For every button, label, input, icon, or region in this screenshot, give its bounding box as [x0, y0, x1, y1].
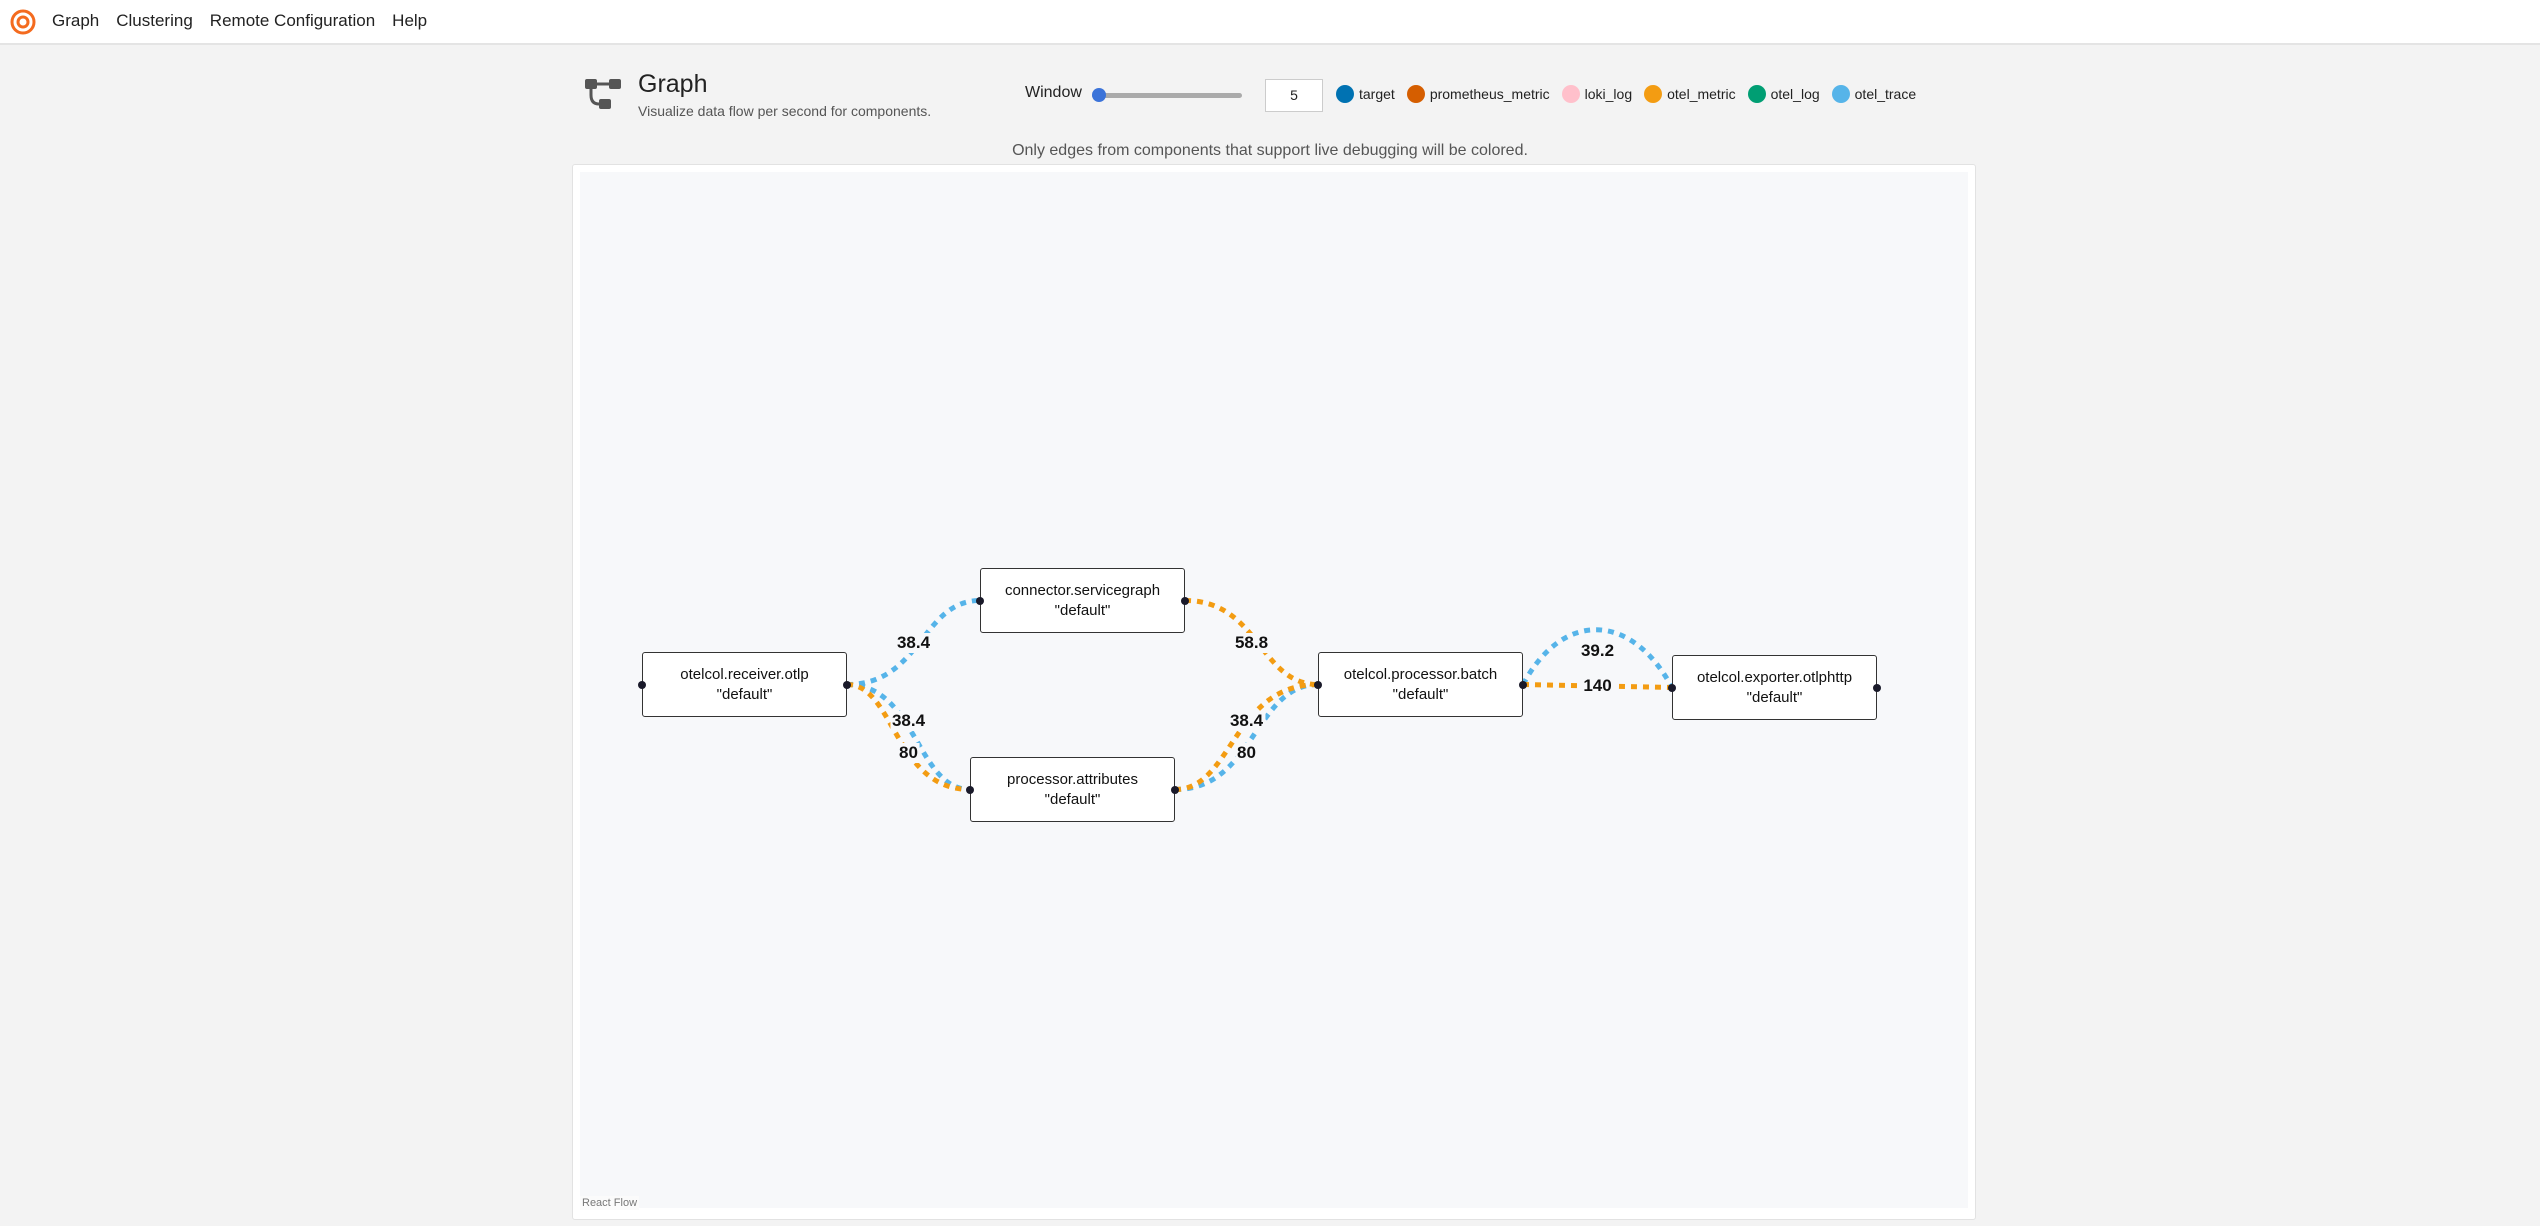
source-handle[interactable] — [1873, 683, 1881, 692]
legend-label: otel_metric — [1667, 86, 1736, 102]
node-label: "default" — [1746, 688, 1803, 706]
window-label: Window — [1025, 84, 1082, 101]
node-connector[interactable]: connector.servicegraph "default" — [976, 568, 1189, 633]
legend-dot-icon — [1644, 85, 1663, 103]
legend-dot-icon — [1406, 85, 1425, 103]
legend-item-prometheus-metric: prometheus_metric — [1406, 85, 1550, 103]
top-nav: Graph Clustering Remote Configuration He… — [0, 0, 2540, 45]
legend-label: target — [1359, 86, 1395, 102]
legend-dot-icon — [1336, 85, 1354, 103]
target-handle[interactable] — [1668, 683, 1676, 692]
legend-label: loki_log — [1584, 86, 1633, 102]
node-label: "default" — [716, 685, 773, 703]
legend-dot-icon — [1831, 85, 1850, 103]
node-name: otelcol.processor.batch — [1343, 665, 1498, 683]
nav-graph[interactable]: Graph — [52, 11, 100, 30]
edge-label: 39.2 — [1578, 640, 1617, 661]
node-label: "default" — [1392, 685, 1449, 703]
page-title: Graph — [638, 70, 708, 98]
source-handle[interactable] — [1171, 785, 1179, 794]
edge-receiver-attributes-otel-metric[interactable] — [846, 682, 971, 792]
edge-batch-exporter-otel-trace[interactable] — [1520, 627, 1675, 689]
node-name: connector.servicegraph — [1004, 581, 1161, 599]
page-subtitle: Visualize data flow per second for compo… — [638, 103, 932, 119]
source-handle[interactable] — [1181, 596, 1189, 605]
graph-icon — [585, 79, 621, 109]
node-name: otelcol.exporter.otlphttp — [1696, 668, 1853, 686]
node-exporter[interactable]: otelcol.exporter.otlphttp "default" — [1668, 655, 1881, 720]
node-batch[interactable]: otelcol.processor.batch "default" — [1314, 652, 1527, 717]
target-handle[interactable] — [638, 680, 646, 689]
node-attributes[interactable]: processor.attributes "default" — [966, 757, 1179, 822]
node-label: "default" — [1044, 790, 1101, 808]
window-input[interactable]: 5 — [1265, 79, 1323, 112]
edge-label: 38.4 — [1227, 711, 1266, 731]
edge-label: 38.4 — [894, 632, 933, 653]
window-slider-thumb[interactable] — [1092, 88, 1106, 102]
edge-attributes-batch-otel-metric[interactable] — [1174, 682, 1319, 792]
target-handle[interactable] — [976, 596, 984, 605]
edge-label: 140 — [1581, 676, 1614, 696]
legend-dot-icon — [1747, 85, 1766, 103]
target-handle[interactable] — [966, 785, 974, 794]
legend-item-target: target — [1336, 85, 1395, 103]
react-flow-attribution[interactable]: React Flow — [580, 1196, 640, 1210]
legend: target prometheus_metric loki_log otel_metr… — [1336, 85, 1916, 103]
legend-label: prometheus_metric — [1429, 86, 1550, 102]
node-name: otelcol.receiver.otlp — [680, 665, 809, 683]
nav-remote-configuration[interactable]: Remote Configuration — [209, 11, 376, 30]
legend-dot-icon — [1561, 85, 1580, 103]
legend-item-otel-metric: otel_metric — [1644, 85, 1736, 103]
legend-label: otel_log — [1770, 86, 1820, 102]
legend-item-otel-log: otel_log — [1747, 85, 1820, 103]
legend-item-otel-trace: otel_trace — [1831, 85, 1917, 103]
edge-label: 38.4 — [889, 711, 928, 731]
nav-help[interactable]: Help — [392, 11, 428, 30]
legend-label: otel_trace — [1854, 86, 1917, 102]
window-slider[interactable] — [1092, 93, 1242, 98]
nav-clustering[interactable]: Clustering — [116, 11, 193, 30]
edge-label: 80 — [1235, 743, 1258, 763]
edge-receiver-attributes-otel-trace[interactable] — [846, 682, 971, 792]
grafana-alloy-logo-icon[interactable] — [10, 9, 36, 35]
edge-label: 80 — [897, 743, 920, 763]
edge-label: 58.8 — [1232, 632, 1271, 653]
source-handle[interactable] — [1519, 680, 1527, 689]
legend-item-loki-log: loki_log — [1561, 85, 1633, 103]
node-receiver[interactable]: otelcol.receiver.otlp "default" — [638, 652, 851, 717]
node-name: processor.attributes — [1007, 770, 1138, 788]
node-label: "default" — [1054, 601, 1111, 619]
target-handle[interactable] — [1314, 680, 1322, 689]
edge-attributes-batch-otel-trace[interactable] — [1174, 682, 1319, 792]
source-handle[interactable] — [843, 680, 851, 689]
live-debug-note: Only edges from components that support … — [1012, 142, 1528, 159]
